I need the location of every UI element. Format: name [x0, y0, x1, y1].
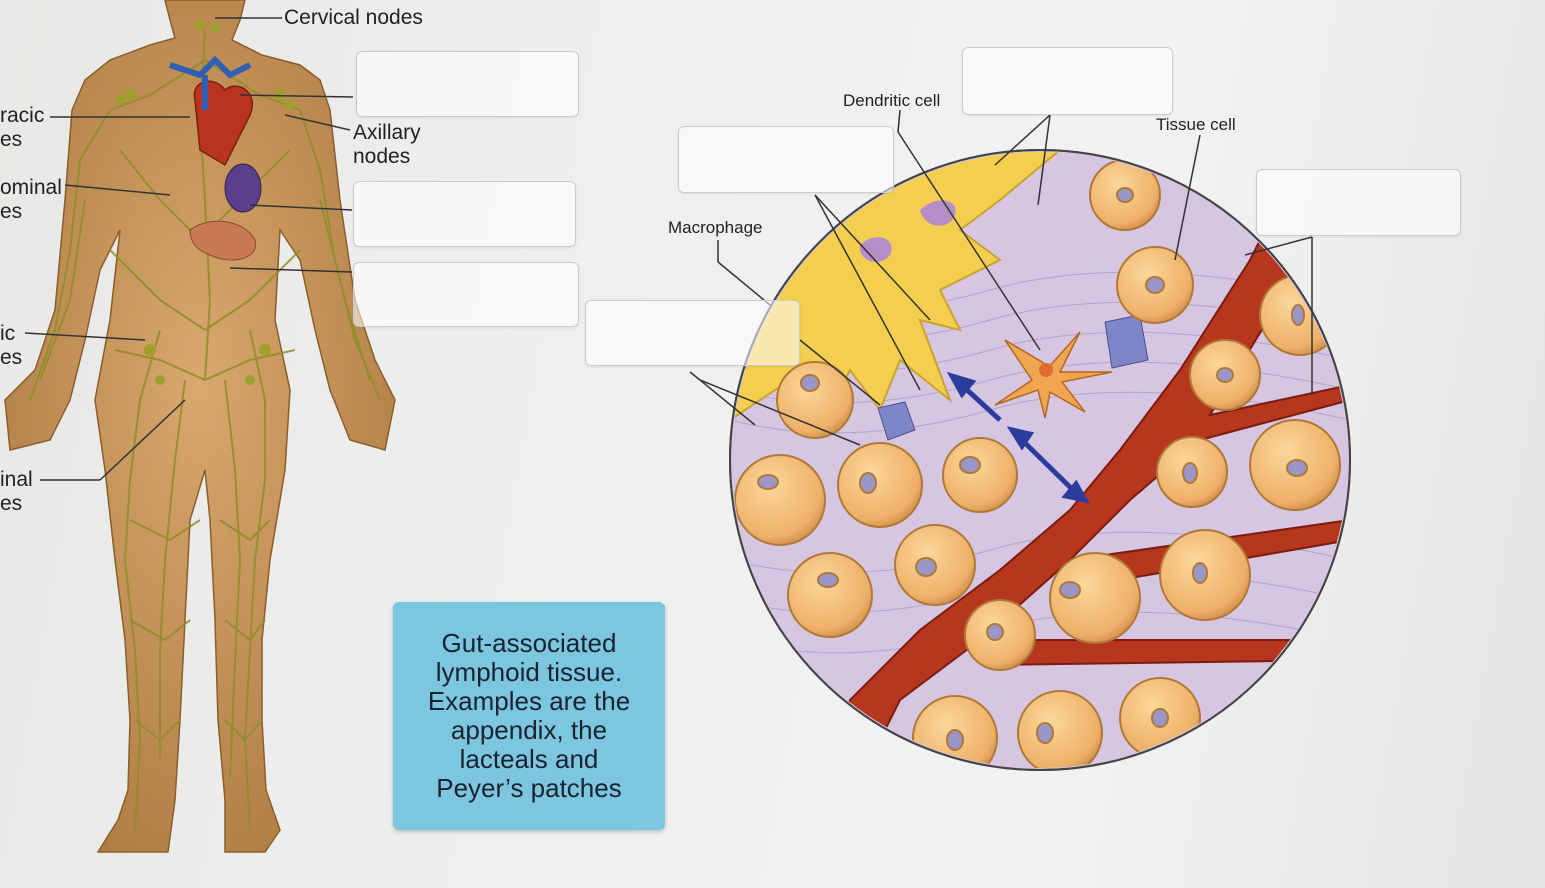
dropzone-4[interactable] — [962, 47, 1173, 115]
answer-tile-text: Gut-associated lymphoid tissue. Examples… — [427, 628, 631, 803]
axillary-nodes-label: Axillary nodes — [353, 121, 421, 168]
dropzone-6[interactable] — [1256, 169, 1461, 236]
thoracic-nodes-label: racic es — [0, 104, 45, 151]
left-leader-lines — [24, 17, 354, 481]
pelvic-nodes-label: ic es — [0, 322, 23, 369]
cervical-nodes-label: Cervical nodes — [284, 6, 423, 29]
macrophage-label: Macrophage — [668, 218, 763, 237]
human-figure — [4, 0, 396, 853]
dropzone-7[interactable] — [585, 300, 800, 366]
inguinal-nodes-label: inal es — [0, 468, 33, 515]
right-leader-lines — [689, 109, 1313, 446]
dropzone-2[interactable] — [353, 181, 576, 247]
lymph-tissue-magnification — [729, 149, 1351, 771]
dropzone-5[interactable] — [678, 126, 894, 193]
abdominal-nodes-label: ominal es — [0, 176, 62, 223]
dropzone-1[interactable] — [356, 51, 579, 117]
tissue-cell-label: Tissue cell — [1156, 115, 1236, 134]
answer-tile-galt[interactable]: Gut-associated lymphoid tissue. Examples… — [393, 602, 665, 830]
dendritic-cell-label: Dendritic cell — [843, 91, 941, 110]
dropzone-3[interactable] — [353, 262, 579, 327]
